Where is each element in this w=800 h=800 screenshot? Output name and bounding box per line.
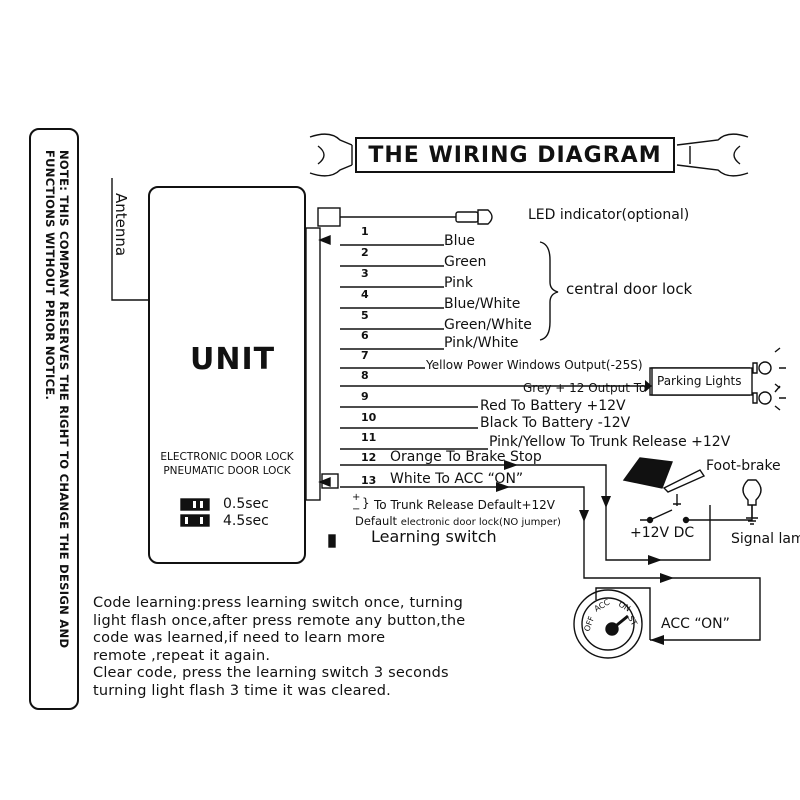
jumper-time-1: 0.5sec	[223, 496, 269, 512]
central-door-lock-label: central door lock	[566, 280, 693, 298]
wire-number: 9	[361, 390, 369, 403]
unit-label: UNIT	[190, 342, 276, 377]
jumper-default-rest: electronic door lock(NO jumper)	[400, 517, 561, 528]
acc-on-label: ACC “ON”	[661, 616, 730, 632]
instruction-line: remote ,repeat it again.	[93, 647, 271, 664]
instruction-line: Code learning:press learning switch once…	[93, 595, 464, 611]
foot-brake-pedal	[622, 457, 673, 489]
wire-label: White To ACC “ON”	[390, 471, 524, 487]
instructions: Code learning:press learning switch once…	[93, 595, 465, 701]
wire-label: Yellow Power Windows Output(-25S)	[426, 358, 643, 372]
central-lock-brace	[539, 241, 559, 341]
ignition-switch	[573, 589, 643, 659]
wire-number: 11	[361, 431, 377, 444]
unit-box	[148, 186, 306, 564]
led-icon	[455, 211, 479, 223]
instruction-line: code was learned,if need to learn more	[93, 630, 386, 647]
wire-label: Pink/White	[444, 335, 519, 351]
instruction-line: turning light flash 3 time it was cleare…	[93, 682, 391, 699]
diagram-title: THE WIRING DIAGRAM	[368, 142, 662, 168]
jumper-time-2: 4.5sec	[223, 513, 269, 529]
wire-number: 13	[361, 474, 377, 487]
note-box	[29, 128, 79, 710]
wire-label: Red To Battery +12V	[480, 398, 626, 414]
wire-label: Blue	[444, 233, 475, 249]
jumper-default-label: Default electronic door lock(NO jumper)	[355, 514, 561, 528]
connector-strip	[305, 227, 321, 501]
parking-lights-box	[651, 367, 753, 396]
title-ornament-right	[676, 133, 749, 177]
wire-number: 3	[361, 267, 369, 280]
wire-number: 10	[361, 411, 377, 424]
wire-number: 12	[361, 451, 377, 464]
jumper-plus: +	[352, 492, 361, 503]
antenna-label: Antenna	[112, 193, 130, 257]
unit-line-1: ELECTRONIC DOOR LOCK	[160, 451, 294, 463]
note-text: NOTE: THIS COMPANY RESERVES THE RIGHT TO…	[43, 150, 71, 649]
jumper-trunk-label: To Trunk Release Default+12V	[374, 498, 556, 512]
jumper-minus: −	[352, 504, 361, 515]
instruction-line: Clear code, press the learning switch 3 …	[93, 665, 449, 682]
unit-line-2: PNEUMATIC DOOR LOCK	[163, 465, 291, 477]
wire-number: 7	[361, 349, 369, 362]
wire-label: Pink	[444, 275, 474, 291]
learning-switch-button	[328, 534, 336, 548]
antenna-wire	[111, 178, 148, 301]
learning-switch-label: Learning switch	[371, 527, 497, 546]
wire-label: Blue/White	[444, 296, 521, 312]
parking-lights-label: Parking Lights	[657, 374, 742, 388]
wire-number: 2	[361, 246, 369, 259]
wire-label: Pink/Yellow To Trunk Release +12V	[489, 434, 731, 450]
title-ornament-left	[309, 133, 353, 177]
wire-number: 5	[361, 309, 369, 322]
wire-number: 6	[361, 329, 369, 342]
wire-number: 1	[361, 225, 369, 238]
wire-label: Grey + 12 Output To	[523, 381, 647, 395]
signal-lamp-icon	[742, 479, 762, 506]
led-connector	[317, 207, 341, 227]
wire-label: Orange To Brake Stop	[390, 449, 542, 465]
instruction-line: light flash once,after press remote any …	[93, 612, 466, 629]
foot-brake-label: Foot-brake	[706, 458, 781, 474]
wire-number: 4	[361, 288, 369, 301]
signal-lamp-label: Signal lamp	[731, 531, 800, 547]
jumper-4-5sec	[180, 514, 210, 527]
wire-number: 8	[361, 369, 369, 382]
wire-label: Black To Battery -12V	[480, 415, 631, 431]
unit-description: ELECTRONIC DOOR LOCK PNEUMATIC DOOR LOCK	[154, 450, 300, 478]
dc-12v-label: +12V DC	[630, 525, 695, 541]
jumper-default-prefix: Default	[355, 514, 398, 528]
led-indicator-label: LED indicator(optional)	[528, 207, 690, 223]
wire-label: Green/White	[444, 317, 532, 333]
wire-label: Green	[444, 254, 487, 270]
title-box: THE WIRING DIAGRAM	[355, 137, 675, 173]
